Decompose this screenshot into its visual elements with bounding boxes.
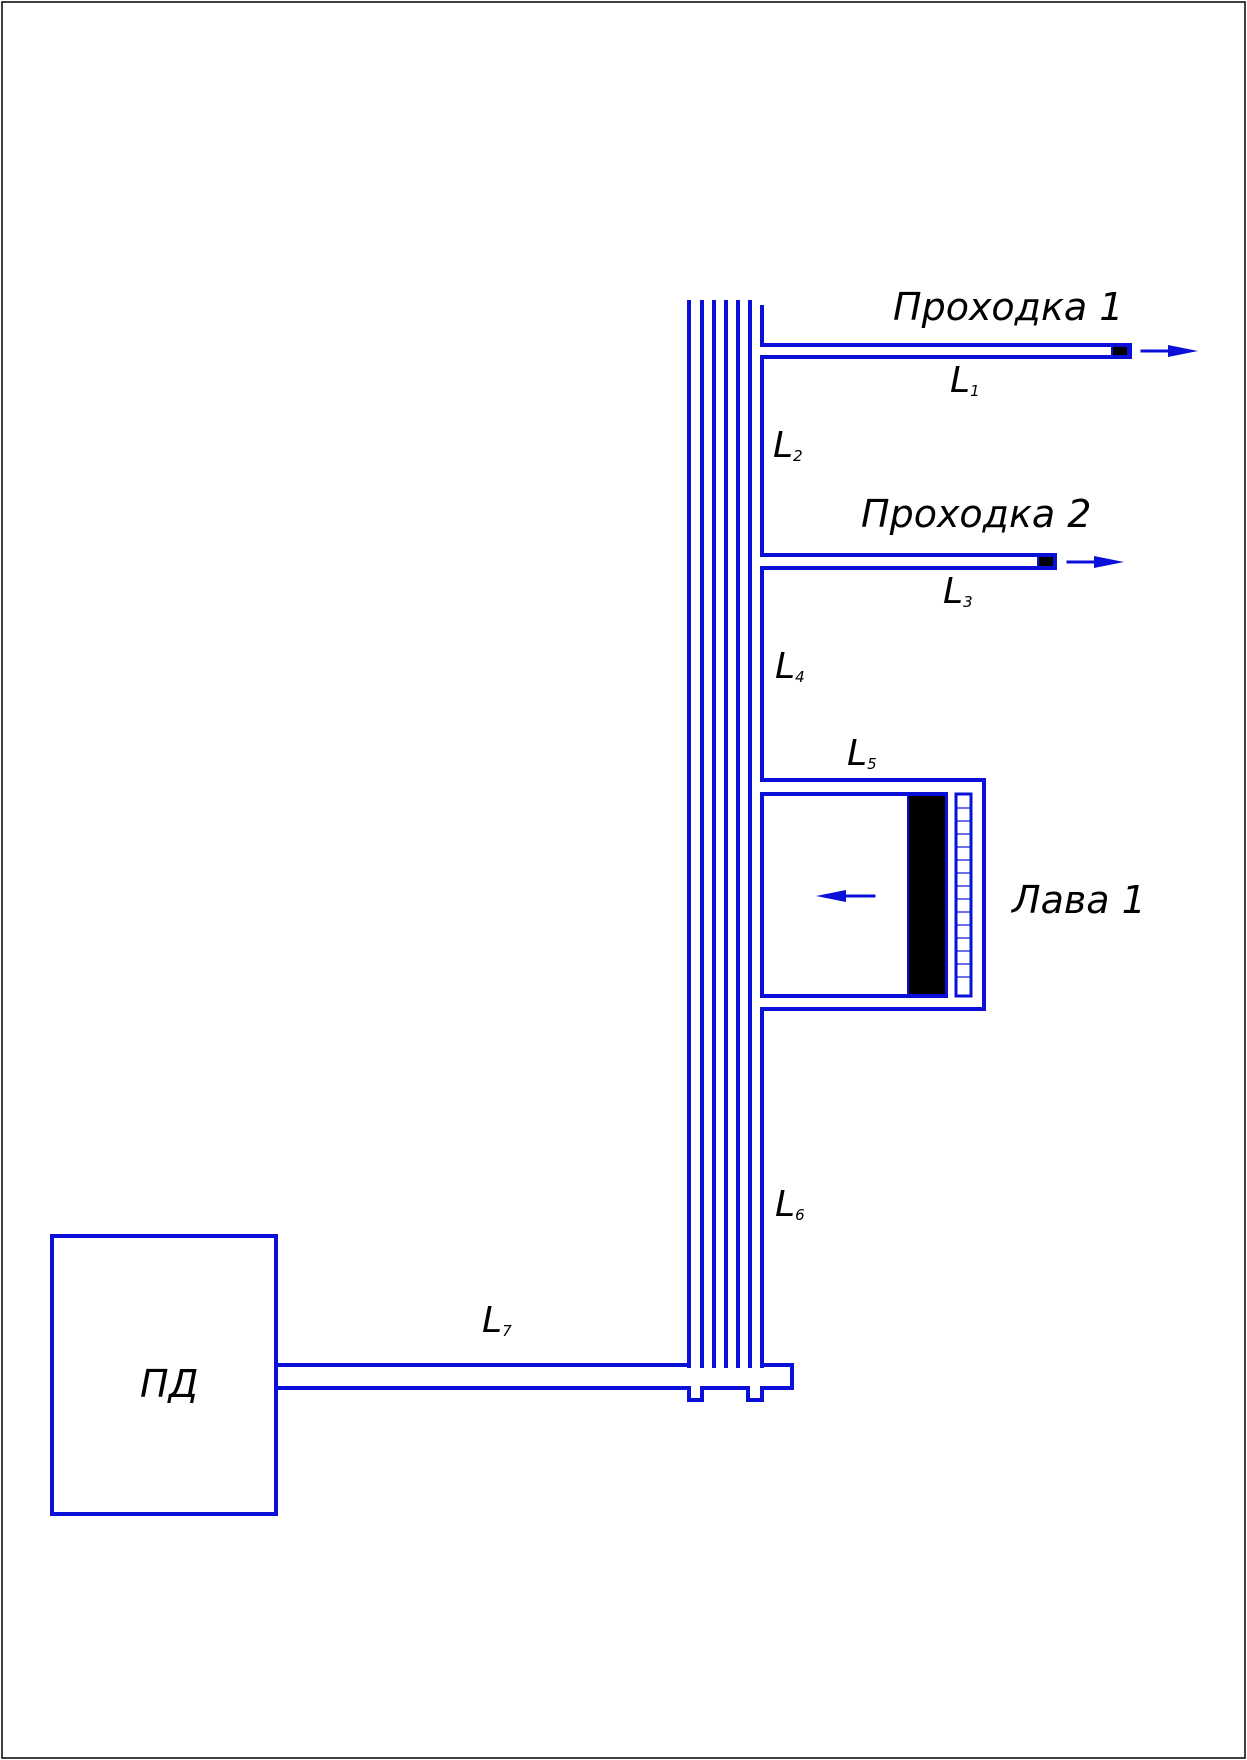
segment-label-l4: L4 bbox=[775, 646, 805, 687]
drift-1-face bbox=[1111, 345, 1129, 357]
shaft-foot-notch-left bbox=[687, 1386, 704, 1402]
longwall-support-rungs bbox=[956, 807, 971, 978]
segment-label-l7: L7 bbox=[482, 1300, 512, 1341]
longwall-outer-loop bbox=[760, 778, 986, 1011]
drift-2-arrow-head bbox=[1094, 556, 1124, 568]
drift-2-label: Проходка 2 bbox=[861, 492, 1091, 536]
pd-box bbox=[50, 1234, 278, 1516]
drift-2-corridor bbox=[760, 553, 1057, 570]
shaft-foot-notch-right bbox=[746, 1386, 764, 1402]
longwall-1-label: Лава 1 bbox=[1010, 878, 1146, 922]
drift-1-arrow-head bbox=[1168, 345, 1198, 357]
drift-1-label: Проходка 1 bbox=[893, 285, 1123, 329]
segment-label-l3: L3 bbox=[943, 571, 973, 612]
segment-label-l1: L1 bbox=[950, 360, 980, 401]
segment-label-l2: L2 bbox=[773, 425, 803, 466]
shaft-foot-stub bbox=[760, 1363, 794, 1390]
longwall-arrow-head bbox=[816, 890, 846, 902]
drift-2-face bbox=[1037, 555, 1055, 568]
drift-1-corridor bbox=[760, 343, 1132, 359]
longwall-face bbox=[907, 794, 947, 996]
pd-label: ПД bbox=[140, 1362, 198, 1406]
segment-label-l6: L6 bbox=[775, 1184, 805, 1225]
segment-label-l5: L5 bbox=[847, 733, 877, 774]
longwall-support bbox=[954, 792, 973, 998]
